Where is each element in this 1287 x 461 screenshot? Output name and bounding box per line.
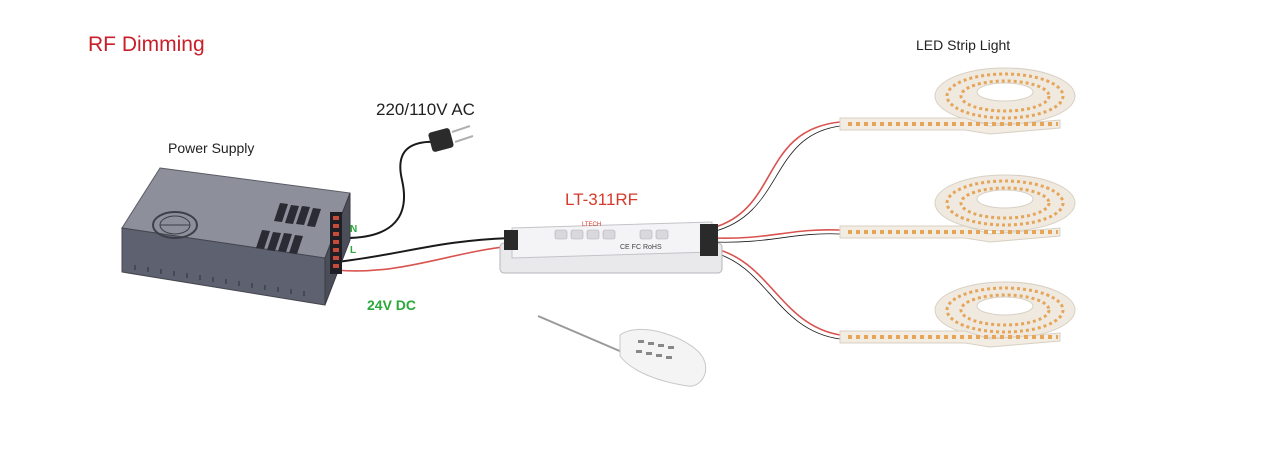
strip-wire-1-red xyxy=(711,121,841,229)
ac-cable xyxy=(344,140,441,239)
controller-label: LT-311RF xyxy=(565,190,639,209)
diagram-title: RF Dimming xyxy=(88,33,205,56)
pin-l-label: L xyxy=(350,245,357,256)
led-strip-reel-3 xyxy=(839,281,1076,348)
strip-wire-2-red xyxy=(711,228,841,240)
rf-remote xyxy=(537,315,707,387)
strip-wire-2-black xyxy=(711,233,841,243)
dc-positive-wire xyxy=(335,237,513,263)
strip-wire-1-black xyxy=(711,125,841,233)
ac-input-label: 220/110V AC xyxy=(376,100,475,119)
dc-negative-wire xyxy=(335,245,513,272)
strip-wire-3-black xyxy=(711,251,841,340)
power-supply-label: Power Supply xyxy=(168,140,255,156)
led-strip-label: LED Strip Light xyxy=(916,37,1011,53)
led-strip-reel-2 xyxy=(839,174,1076,243)
controller: LTECH CE FC RoHS xyxy=(499,221,723,274)
power-supply xyxy=(121,167,351,306)
controller-marks: CE FC RoHS xyxy=(620,244,662,251)
led-strip-reel-1 xyxy=(839,67,1076,135)
strip-wire-3-red xyxy=(711,247,841,336)
pin-n-label: N xyxy=(350,224,358,235)
dc-output-label: 24V DC xyxy=(367,297,417,313)
controller-brand: LTECH xyxy=(582,222,601,228)
ac-plug xyxy=(428,125,474,152)
